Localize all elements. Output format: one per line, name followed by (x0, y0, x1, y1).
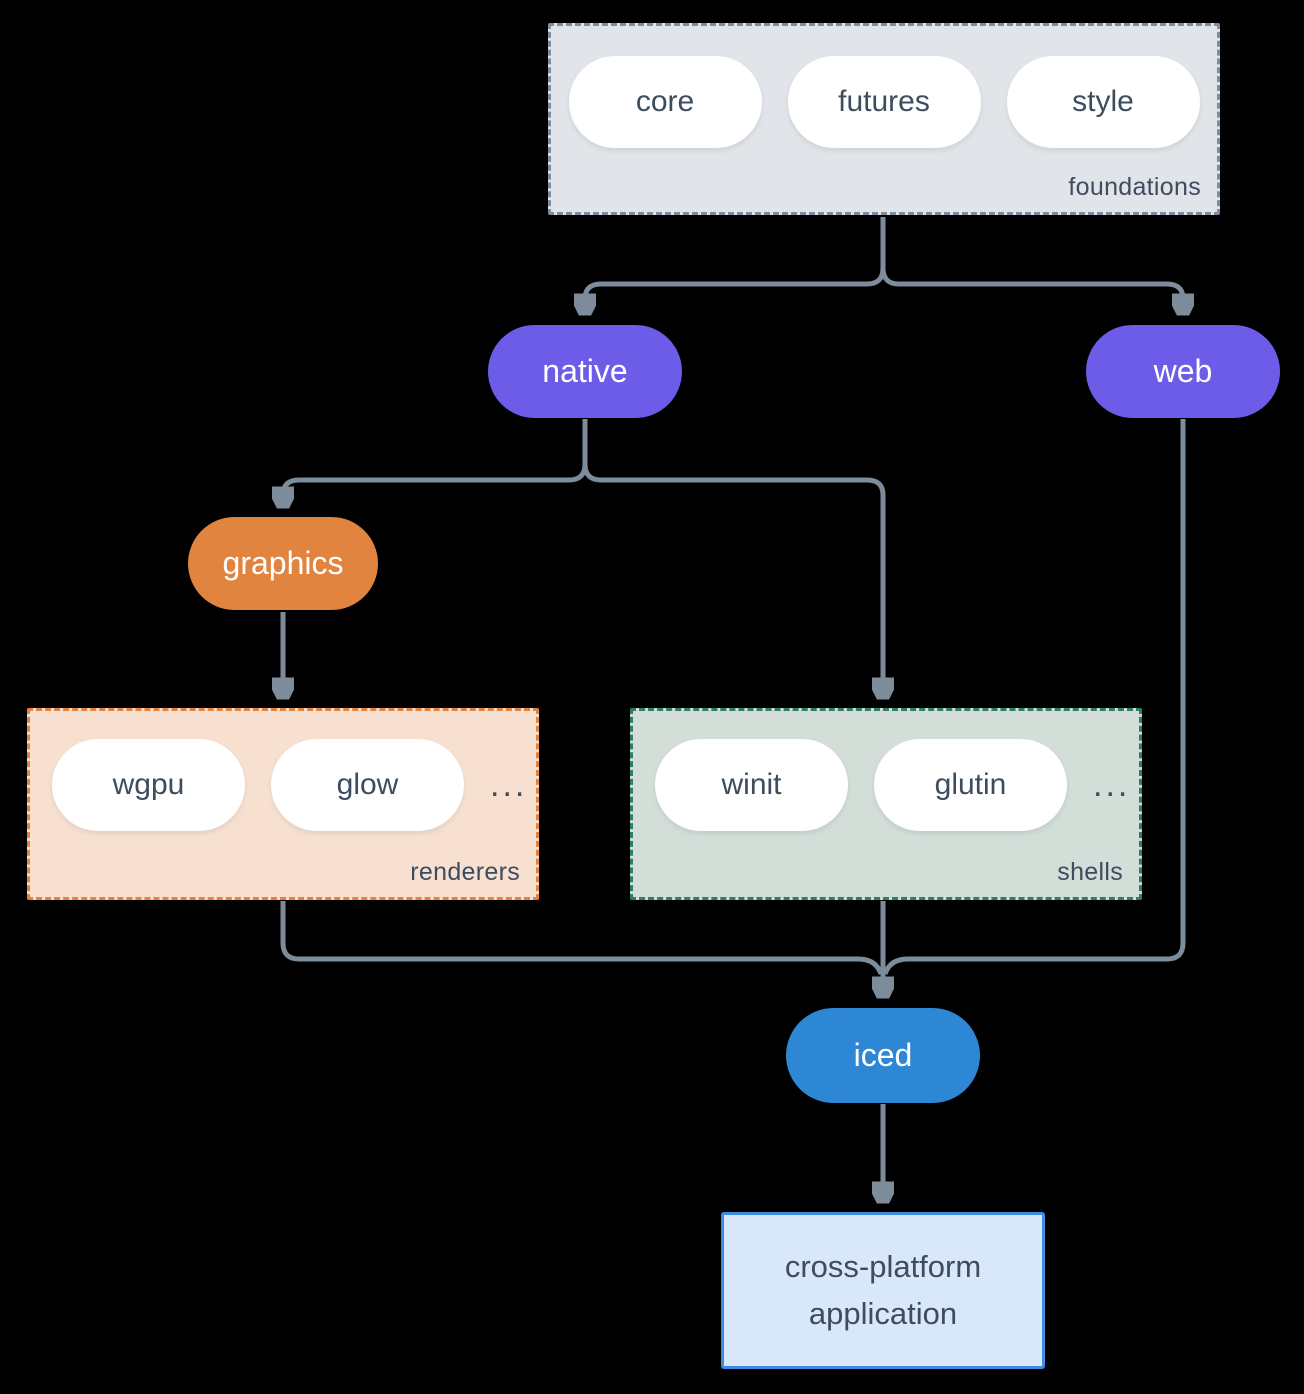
node-native: native (488, 325, 682, 418)
group-renderers: wgpu glow ... renderers (27, 708, 539, 900)
node-iced-label: iced (853, 1037, 913, 1073)
node-cross-platform-application: cross-platform application (721, 1212, 1045, 1369)
edge-foundations-web (880, 217, 1183, 311)
node-winit-label: winit (721, 768, 782, 801)
edge-web-merge (882, 419, 1186, 975)
node-glutin: glutin (874, 739, 1067, 831)
group-shells-label: shells (1057, 858, 1123, 886)
node-graphics: graphics (188, 517, 378, 610)
node-winit: winit (655, 739, 848, 831)
node-style-label: style (1072, 85, 1134, 118)
node-wgpu: wgpu (52, 739, 245, 831)
node-futures-label: futures (838, 85, 930, 118)
group-shells: winit glutin ... shells (630, 708, 1142, 900)
renderers-ellipsis: ... (490, 765, 528, 804)
node-futures: futures (787, 56, 981, 148)
shells-ellipsis: ... (1093, 765, 1131, 804)
node-wgpu-label: wgpu (112, 768, 185, 801)
node-graphics-label: graphics (222, 545, 344, 581)
node-cross-platform-application-label: cross-platform application (784, 1249, 982, 1331)
edge-native-shells (582, 419, 883, 695)
node-core-label: core (635, 85, 695, 118)
node-style: style (1006, 56, 1200, 148)
edge-native-graphics (283, 419, 588, 504)
edge-foundations-native (585, 217, 886, 311)
edge-renderers-merge (280, 901, 884, 975)
node-glow-label: glow (336, 768, 399, 801)
node-iced: iced (786, 1008, 980, 1103)
node-web-label: web (1153, 353, 1213, 389)
group-foundations-label: foundations (1068, 173, 1201, 201)
node-core: core (568, 56, 762, 148)
group-renderers-label: renderers (410, 858, 520, 886)
node-web: web (1086, 325, 1280, 418)
group-foundations: core futures style foundations (548, 23, 1220, 215)
node-glow: glow (271, 739, 464, 831)
node-native-label: native (542, 353, 628, 389)
node-glutin-label: glutin (934, 768, 1007, 801)
